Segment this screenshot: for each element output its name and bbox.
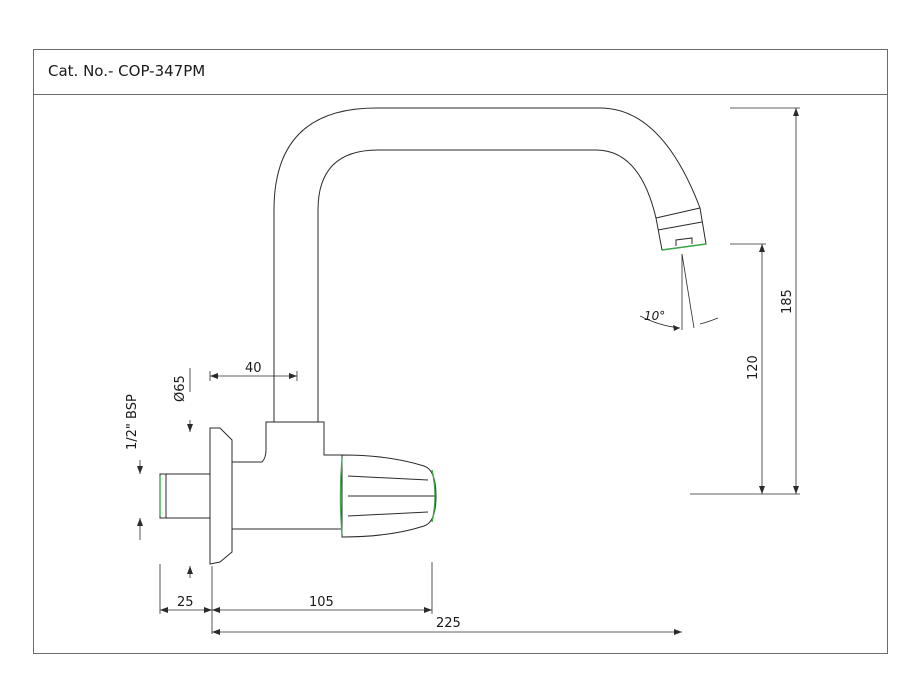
dim-diameter-65-label: Ø65 <box>173 375 188 402</box>
angle-10-label: 10° <box>644 309 665 323</box>
dim-120-label: 120 <box>746 355 761 380</box>
inlet-pipe <box>159 473 211 519</box>
title-bar: Cat. No.- COP-347PM <box>34 50 887 95</box>
catalog-number-title: Cat. No.- COP-347PM <box>48 62 206 80</box>
valve-body <box>231 421 343 530</box>
handle-accent <box>339 457 343 535</box>
spout-outer-line <box>273 107 701 422</box>
drawing-frame: Cat. No.- COP-347PM <box>33 49 888 654</box>
dim-225-label: 225 <box>436 616 461 631</box>
dim-thread-label: 1/2" BSP <box>125 394 140 450</box>
wall-flange <box>209 427 233 565</box>
dim-40-label: 40 <box>245 361 262 376</box>
dim-105-label: 105 <box>309 595 334 610</box>
dim-185-label: 185 <box>780 289 795 314</box>
spout-inner-line <box>317 149 657 422</box>
dim-25-label: 25 <box>177 595 194 610</box>
